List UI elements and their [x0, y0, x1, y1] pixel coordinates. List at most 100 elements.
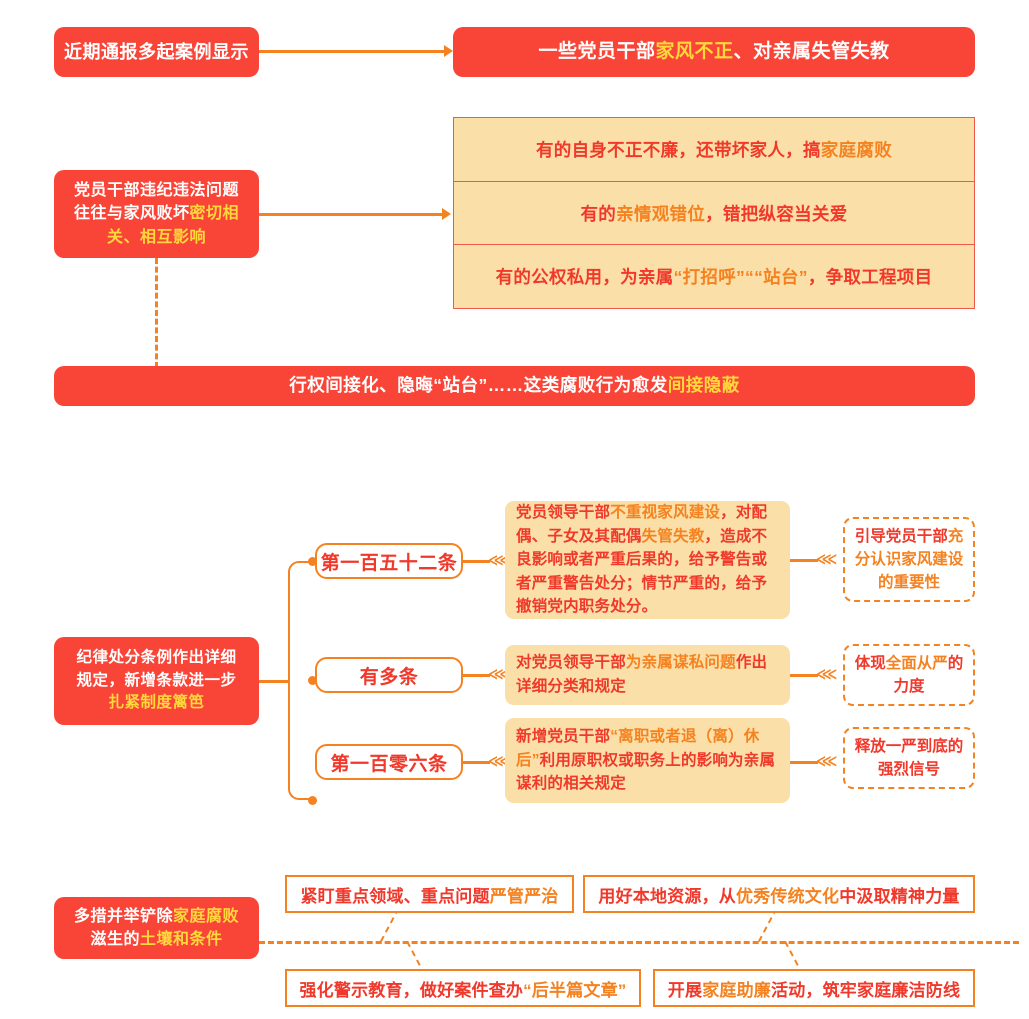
indirect-banner-part1: 行权间接化、隐晦“站台”……这类腐败行为愈发 [289, 375, 668, 396]
connector-detail-to-outcome [790, 674, 818, 677]
bracket-dot-bottom [308, 796, 317, 805]
indirect-banner-highlight: 间接隐蔽 [667, 375, 740, 396]
branch-label-text: 第一百零六条 [330, 753, 448, 775]
regulations-root-box: 纪律处分条例作出详细 规定，新增条款进一步 扎紧制度篱笆 [54, 637, 259, 725]
chevron-arrow-icon: ⋘ [816, 753, 837, 770]
cause-highlight1: 密切相 [189, 205, 240, 223]
outcome-highlight: 全面从严 [885, 654, 948, 672]
detail-seg3: ，造成不良影响或者严重后果的，给予警告或者严重警告处分；情节严重的，给予撤销党内… [516, 527, 768, 616]
example-highlight: 家庭腐败 [820, 140, 892, 160]
chevron-arrow-icon: ⋘ [816, 666, 837, 683]
detail-highlight1: “离职或者退（离）休后” [516, 728, 760, 769]
example-seg1: 有的 [580, 203, 617, 224]
measures-spine [259, 941, 1019, 944]
measures-root-box: 多措并举铲除家庭腐败 滋生的土壤和条件 [54, 897, 259, 959]
outcome-seg1: 引导党员干部 [854, 527, 948, 545]
indirect-corruption-banner: 行权间接化、隐晦“站台”……这类腐败行为愈发间接隐蔽 [54, 366, 975, 406]
example-seg2: ，错把纵容当关爱 [705, 203, 848, 224]
chevron-arrow-icon: ⋘ [816, 551, 837, 568]
measure-highlight: 优秀传统文化 [736, 886, 840, 906]
headline-banner: 一些党员干部家风不正、对亲属失管失教 [453, 27, 975, 77]
branch-label-box: 第一百零六条 [315, 744, 463, 780]
headline-highlight: 家风不正 [655, 41, 734, 63]
source-label-text: 近期通报多起案例显示 [64, 41, 249, 62]
outcome-seg1: 释放一严到底的强烈信号 [854, 737, 964, 778]
example-row: 有的亲情观错位，错把纵容当关爱 [454, 181, 974, 244]
branch-label-text: 有多条 [359, 666, 419, 688]
measure-seg1: 开展 [667, 980, 703, 1000]
branch-detail-box: 新增党员干部“离职或者退（离）休后”利用原职权或职务上的影响为亲属谋利的相关规定 [505, 718, 790, 803]
chevron-arrow-icon: ⋘ [488, 552, 509, 569]
detail-seg2: ，对配偶、子女及其配偶 [516, 504, 768, 545]
cause-line2: 往往与家风败坏密切相 [74, 202, 239, 225]
measure-box: 强化警示教育，做好案件查办“后半篇文章” [285, 969, 641, 1007]
measures-root-part1: 多措并举铲除 [73, 907, 173, 925]
measures-root-line1: 多措并举铲除家庭腐败 [74, 905, 239, 928]
example-seg1: 有的公权私用，为亲属 [495, 266, 674, 287]
branch-outcome-box: 体现全面从严的力度 [843, 644, 975, 706]
detail-seg2: 利用原职权或职务上的影响为亲属谋利的相关规定 [516, 751, 776, 793]
detail-highlight1: 不重视家风建设 [610, 504, 721, 522]
measure-seg2: 活动，筑牢家庭廉洁防线 [771, 980, 961, 1000]
chevron-arrow-icon: ⋘ [488, 753, 509, 770]
branch-label-text: 第一百五十二条 [320, 552, 458, 574]
measure-highlight: 严管严治 [489, 886, 559, 906]
connector-branch-to-detail [463, 674, 490, 677]
connector-detail-to-outcome [790, 559, 818, 562]
connector-cause-to-banner [155, 258, 158, 368]
measure-seg1: 强化警示教育，做好案件查办 [299, 980, 524, 1000]
bracket-dot-top [308, 557, 317, 566]
cause-box: 党员干部违纪违法问题 往往与家风败坏密切相 关、相互影响 [54, 170, 259, 258]
source-label-box: 近期通报多起案例显示 [54, 27, 259, 77]
bracket-tree [288, 561, 312, 800]
example-row: 有的公权私用，为亲属“打招呼”““站台”，争取工程项目 [454, 244, 974, 307]
connector-branch-to-detail [463, 761, 490, 764]
connector-cause-to-examples [259, 213, 447, 216]
measure-seg2: 中汲取精神力量 [839, 886, 960, 906]
detail-highlight2: 失管失教 [641, 527, 705, 545]
measures-root-highlight2: 土壤和条件 [140, 931, 223, 948]
example-row: 有的自身不正不廉，还带坏家人，搞家庭腐败 [454, 118, 974, 181]
detail-seg1: 党员领导干部 [516, 504, 611, 522]
branch-label-box: 有多条 [315, 657, 463, 693]
outcome-seg2: 的力度 [893, 654, 964, 695]
example-seg1: 有的自身不正不廉，还带坏家人，搞 [535, 140, 821, 160]
examples-stack: 有的自身不正不廉，还带坏家人，搞家庭腐败 有的亲情观错位，错把纵容当关爱 有的公… [453, 117, 975, 309]
example-highlight: “打招呼”““站台” [673, 266, 808, 287]
measures-root-part2: 滋生的 [90, 931, 140, 948]
branch-detail-box: 对党员领导干部为亲属谋私问题作出详细分类和规定 [505, 645, 790, 705]
branch-outcome-box: 引导党员干部充分认识家风建设的重要性 [843, 517, 975, 602]
measure-highlight: 家庭助廉 [702, 980, 771, 1000]
bracket-dot-middle [308, 676, 317, 685]
connector-branch-to-detail [463, 560, 490, 563]
branch-label-box: 第一百五十二条 [315, 543, 463, 579]
measure-box: 紧盯重点领域、重点问题严管严治 [285, 875, 574, 913]
measure-seg1: 用好本地资源，从 [598, 886, 736, 906]
outcome-highlight: 充分认识家风建设的重要性 [854, 527, 964, 592]
measures-root-highlight1: 家庭腐败 [173, 907, 240, 925]
measure-highlight: “后半篇文章” [523, 980, 627, 1000]
cause-part2: 往往与家风败坏 [73, 205, 190, 223]
detail-highlight1: 为亲属谋私问题 [625, 654, 736, 672]
branch-outcome-box: 释放一严到底的强烈信号 [843, 727, 975, 789]
detail-seg2: 作出详细分类和规定 [516, 654, 768, 695]
outcome-seg1: 体现 [854, 654, 886, 672]
chevron-arrow-icon: ⋘ [488, 666, 509, 683]
regulations-root-line2: 规定，新增条款进一步 [76, 671, 237, 689]
connector-detail-to-outcome [790, 761, 818, 764]
measure-seg1: 紧盯重点领域、重点问题 [300, 886, 490, 906]
connector-source-to-headline [259, 50, 449, 53]
example-seg2: ，争取工程项目 [807, 266, 933, 287]
headline-part1: 一些党员干部 [538, 41, 656, 63]
regulations-root-highlight: 扎紧制度篱笆 [108, 694, 205, 712]
branch-detail-box: 党员领导干部不重视家风建设，对配偶、子女及其配偶失管失教，造成不良影响或者严重后… [505, 501, 790, 619]
bracket-stem [259, 680, 289, 683]
regulations-root-line1: 纪律处分条例作出详细 [76, 649, 237, 667]
arrowhead-cause-to-examples [442, 208, 451, 220]
measure-box: 开展家庭助廉活动，筑牢家庭廉洁防线 [653, 969, 975, 1007]
headline-part2: 、对亲属失管失教 [733, 41, 890, 63]
detail-seg1: 新增党员干部 [516, 728, 611, 746]
detail-seg1: 对党员领导干部 [516, 654, 626, 672]
cause-line1: 党员干部违纪违法问题 [73, 182, 239, 200]
